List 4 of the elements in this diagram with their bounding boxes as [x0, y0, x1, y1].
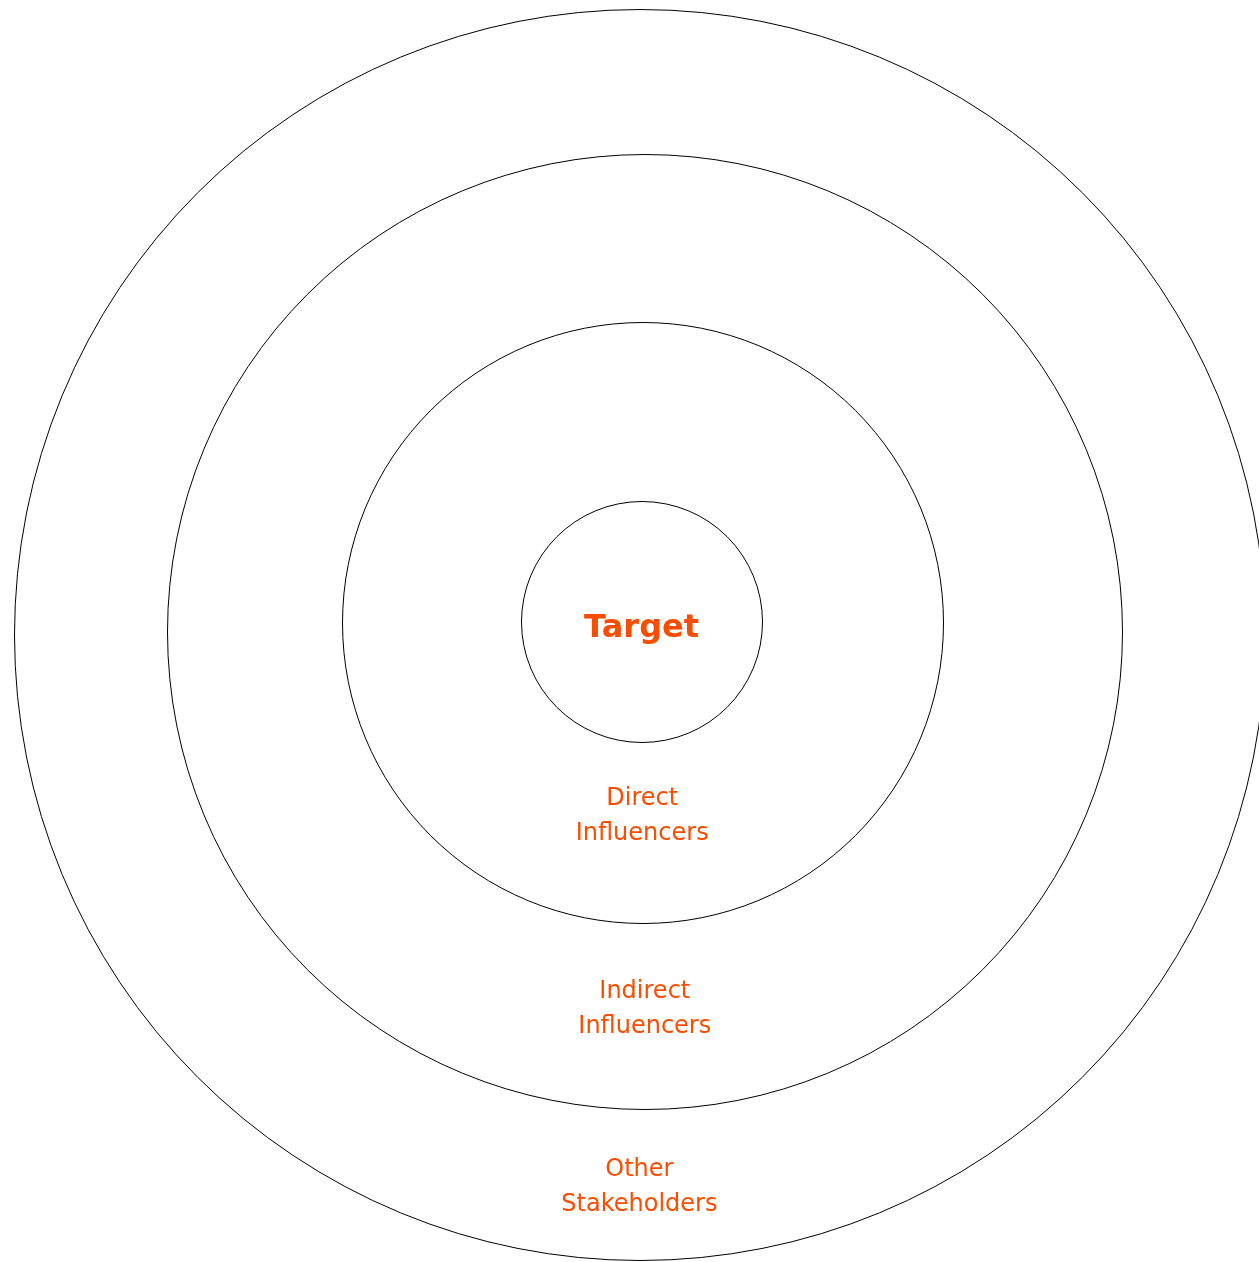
center-label: Target — [584, 605, 700, 647]
ring-label: Direct Influencers — [575, 782, 709, 849]
ring-label: Other Stakeholders — [561, 1153, 718, 1220]
ring-label: Indirect Influencers — [578, 975, 712, 1041]
